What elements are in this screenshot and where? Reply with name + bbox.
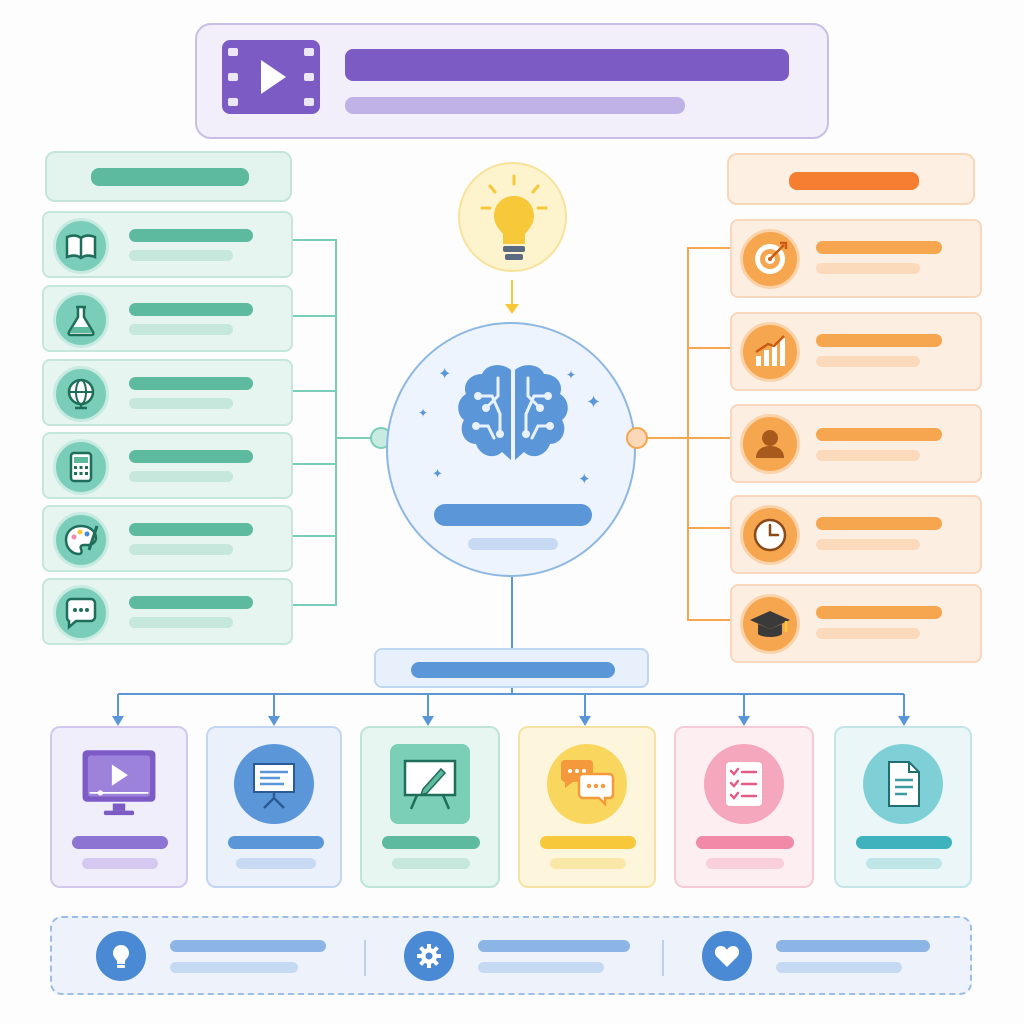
footer-summary-bar: [50, 916, 972, 995]
sparkle-icon: ✦: [586, 392, 602, 412]
left-list-item[interactable]: [42, 285, 293, 352]
graduation-cap-icon: [740, 594, 800, 654]
calculator-icon: [53, 439, 109, 495]
target-icon: [740, 229, 800, 289]
sparkle-icon: ✦: [438, 366, 452, 383]
video-play-icon: [222, 40, 320, 114]
checklist-icon: [704, 744, 784, 824]
user-icon: [740, 414, 800, 474]
right-connector-node: [626, 427, 648, 449]
right-list-item[interactable]: [730, 219, 982, 298]
growth-chart-icon: [740, 322, 800, 382]
bottom-card[interactable]: [50, 726, 188, 888]
presentation-board-icon: [234, 744, 314, 824]
bottom-card[interactable]: [834, 726, 972, 888]
left-panel-title-bar: [91, 168, 249, 186]
clock-icon: [740, 505, 800, 565]
sparkle-icon: ✦: [566, 368, 577, 382]
right-panel-title-bar: [789, 172, 919, 190]
left-list-item[interactable]: [42, 505, 293, 572]
heart-icon: [702, 931, 752, 981]
central-concept-node: ✦ ✦ ✦ ✦ ✦ ✦: [386, 322, 636, 577]
central-subtitle-bar: [468, 538, 558, 550]
discussion-bubbles-icon: [547, 744, 627, 824]
hub-label-card: [374, 648, 649, 688]
lightbulb-icon: [458, 162, 567, 272]
sparkle-icon: ✦: [578, 471, 591, 488]
left-list-item[interactable]: [42, 211, 293, 278]
right-list-item[interactable]: [730, 495, 982, 574]
central-title-bar: [434, 504, 592, 526]
right-list-item[interactable]: [730, 312, 982, 391]
lightbulb-icon: [96, 931, 146, 981]
bottom-card[interactable]: [674, 726, 814, 888]
bottom-card[interactable]: [360, 726, 500, 888]
video-monitor-icon: [79, 744, 159, 824]
whiteboard-pen-icon: [390, 744, 470, 824]
header-subtitle-bar: [345, 97, 685, 114]
left-panel-title: [45, 151, 292, 202]
bottom-card[interactable]: [206, 726, 342, 888]
right-panel-title: [727, 153, 975, 205]
sparkle-icon: ✦: [432, 466, 443, 481]
left-list-item[interactable]: [42, 432, 293, 499]
palette-icon: [53, 512, 109, 568]
bottom-card[interactable]: [518, 726, 656, 888]
left-list-item[interactable]: [42, 578, 293, 645]
footer-divider: [662, 940, 664, 976]
hub-title-bar: [411, 662, 615, 678]
open-book-icon: [53, 218, 109, 274]
chat-bubble-icon: [53, 585, 109, 641]
globe-icon: [53, 366, 109, 422]
right-list-item[interactable]: [730, 404, 982, 483]
right-list-item[interactable]: [730, 584, 982, 663]
gear-icon: [404, 931, 454, 981]
brain-circuit-icon: [442, 356, 584, 486]
header-title-bar: [345, 49, 789, 81]
sparkle-icon: ✦: [418, 406, 429, 420]
left-list-item[interactable]: [42, 359, 293, 426]
flask-icon: [53, 292, 109, 348]
footer-divider: [364, 940, 366, 976]
document-icon: [863, 744, 943, 824]
